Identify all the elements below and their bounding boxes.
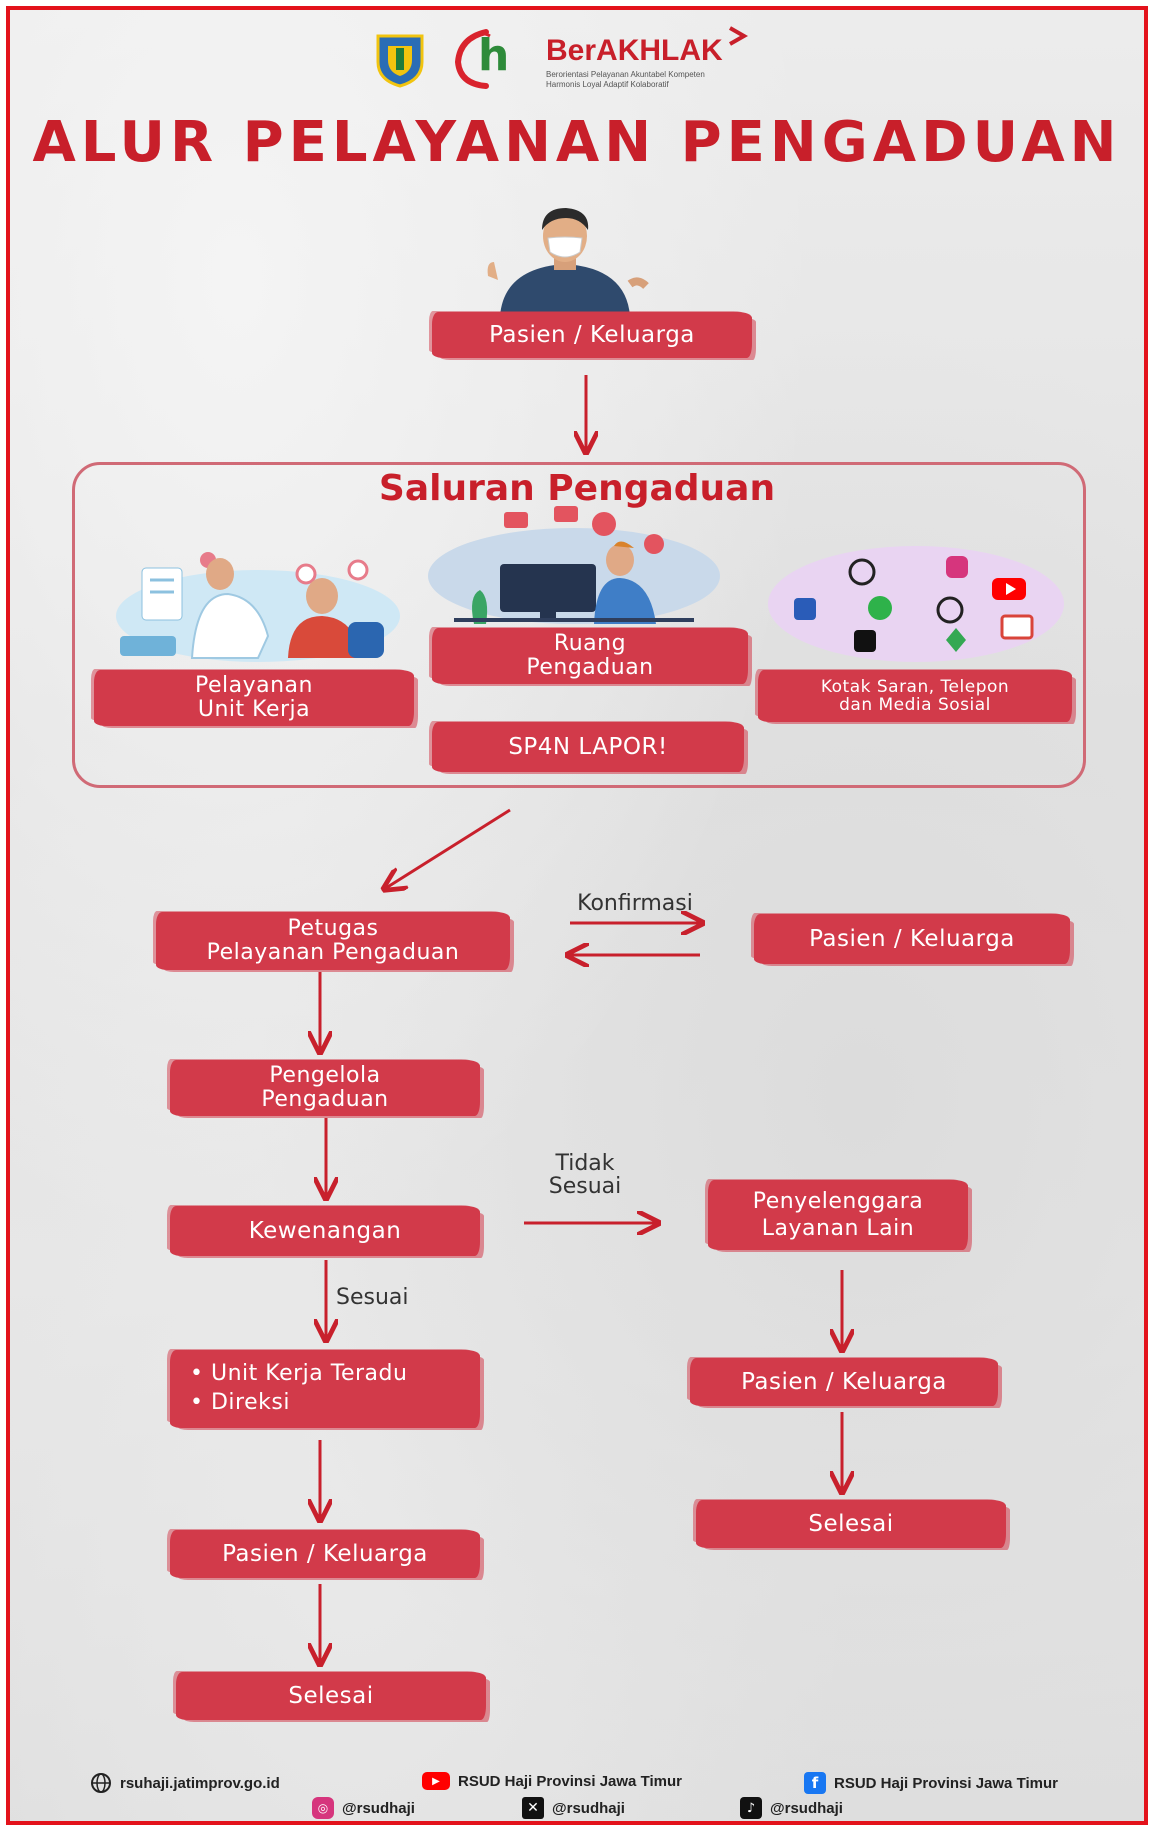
node-channel-ruang: Ruang Pengaduan: [432, 628, 748, 684]
ch-box-line-2: dan Media Sosial: [839, 695, 991, 715]
gmail-icon: [1000, 614, 1034, 640]
page-title: ALUR PELAYANAN PENGADUAN: [32, 110, 1122, 175]
instagram-icon: [946, 556, 968, 578]
footer-website[interactable]: rsuhaji.jatimprov.go.id: [90, 1772, 280, 1794]
unit-bullet-1: • Unit Kerja Teradu: [190, 1361, 408, 1387]
whatsapp-icon: [868, 596, 892, 620]
penyelenggara-line-1: Penyelenggara: [752, 1188, 924, 1214]
node-unit-teradu: • Unit Kerja Teradu • Direksi: [170, 1350, 480, 1428]
pasien-left-label: Pasien / Keluarga: [222, 1540, 428, 1567]
node-channel-unit-kerja: Pelayanan Unit Kerja: [94, 670, 414, 726]
petugas-line-1: Petugas: [287, 916, 379, 942]
hospital-logo-mark: h: [478, 30, 510, 81]
pasien-right-label: Pasien / Keluarga: [741, 1368, 947, 1395]
footer-facebook[interactable]: f RSUD Haji Provinsi Jawa Timur: [804, 1772, 1058, 1794]
ch-sp4n-label: SP4N LAPOR!: [508, 733, 668, 760]
berakhlak-tagline-2: Harmonis Loyal Adaptif Kolaboratif: [546, 80, 669, 89]
ch-room-line-1: Ruang: [553, 631, 627, 657]
social-media-cloud-illustration: [768, 546, 1064, 662]
penyelenggara-line-2: Layanan Lain: [761, 1216, 915, 1241]
youtube-icon: ▶: [422, 1772, 450, 1790]
node-selesai-right: Selesai: [696, 1500, 1006, 1548]
pasien-confirm-label: Pasien / Keluarga: [809, 925, 1015, 952]
node-pengelola: Pengelola Pengaduan: [170, 1060, 480, 1116]
hospital-logo-icon: [454, 29, 491, 89]
x-icon: ✕: [522, 1797, 544, 1819]
node-kewenangan: Kewenangan: [170, 1206, 480, 1256]
selesai-left-label: Selesai: [288, 1682, 374, 1709]
node-pasien-confirm: Pasien / Keluarga: [754, 914, 1070, 964]
instagram-icon: ◎: [312, 1797, 334, 1819]
globe-icon: [91, 1773, 111, 1793]
pengelola-line-2: Pengaduan: [261, 1087, 389, 1112]
selesai-right-label: Selesai: [808, 1510, 894, 1537]
tidak-sesuai-line-1: Tidak: [555, 1151, 615, 1176]
berakhlak-tagline-1: Berorientasi Pelayanan Akuntabel Kompete…: [546, 70, 705, 79]
footer-tiktok[interactable]: ♪ @rsudhaji: [740, 1797, 843, 1819]
node-channel-kotak-saran: Kotak Saran, Telepon dan Media Sosial: [758, 670, 1072, 722]
phone-icon: [936, 596, 964, 624]
channels-box: [72, 462, 1086, 788]
globe-icon: [848, 558, 876, 586]
node-pasien-right: Pasien / Keluarga: [690, 1358, 998, 1406]
kewenangan-label: Kewenangan: [248, 1217, 402, 1244]
node-penyelenggara: Penyelenggara Layanan Lain: [708, 1180, 968, 1250]
node-pasien-left: Pasien / Keluarga: [170, 1530, 480, 1578]
arrow-channels-to-petugas: [386, 808, 511, 888]
footer-youtube[interactable]: ▶ RSUD Haji Provinsi Jawa Timur: [422, 1772, 682, 1790]
sesuai-label: Sesuai: [336, 1285, 409, 1310]
channels-title: Saluran Pengaduan: [378, 468, 776, 509]
node-channel-sp4n: SP4N LAPOR!: [432, 722, 744, 772]
complaint-room-illustration: [428, 506, 720, 624]
patient-person-icon: [487, 208, 649, 316]
node-start-pasien: Pasien / Keluarga: [432, 312, 752, 358]
province-emblem-icon: [376, 34, 424, 88]
chevron-right-icon: [729, 26, 748, 46]
tiktok-icon: ♪: [740, 1797, 762, 1819]
poster: h BerAKHLAK Berorientasi Pelayanan Akunt…: [6, 6, 1148, 1825]
footer-instagram[interactable]: ◎ @rsudhaji: [312, 1797, 415, 1819]
maps-icon: [946, 628, 966, 652]
footer-x[interactable]: ✕ @rsudhaji: [522, 1797, 625, 1819]
facebook-icon: f: [804, 1772, 826, 1794]
tiktok-icon: [854, 630, 876, 652]
tidak-sesuai-label: Tidak Sesuai: [510, 1152, 660, 1198]
ch-box-line-1: Kotak Saran, Telepon: [820, 676, 1010, 697]
node-start-label: Pasien / Keluarga: [489, 321, 695, 348]
facebook-icon: [794, 598, 816, 620]
petugas-line-2: Pelayanan Pengaduan: [206, 940, 460, 965]
node-petugas: Petugas Pelayanan Pengaduan: [156, 912, 510, 970]
ch-unit-line-1: Pelayanan: [195, 673, 313, 699]
berakhlak-logo: BerAKHLAK: [546, 34, 723, 67]
ch-room-line-2: Pengaduan: [526, 655, 654, 680]
ch-unit-line-2: Unit Kerja: [197, 697, 311, 722]
unit-bullet-2: • Direksi: [190, 1390, 290, 1415]
konfirmasi-label: Konfirmasi: [577, 891, 693, 916]
pengelola-line-1: Pengelola: [269, 1063, 381, 1089]
doctor-patient-illustration: [116, 552, 400, 662]
node-selesai-left: Selesai: [176, 1672, 486, 1720]
tidak-sesuai-line-2: Sesuai: [548, 1174, 622, 1200]
